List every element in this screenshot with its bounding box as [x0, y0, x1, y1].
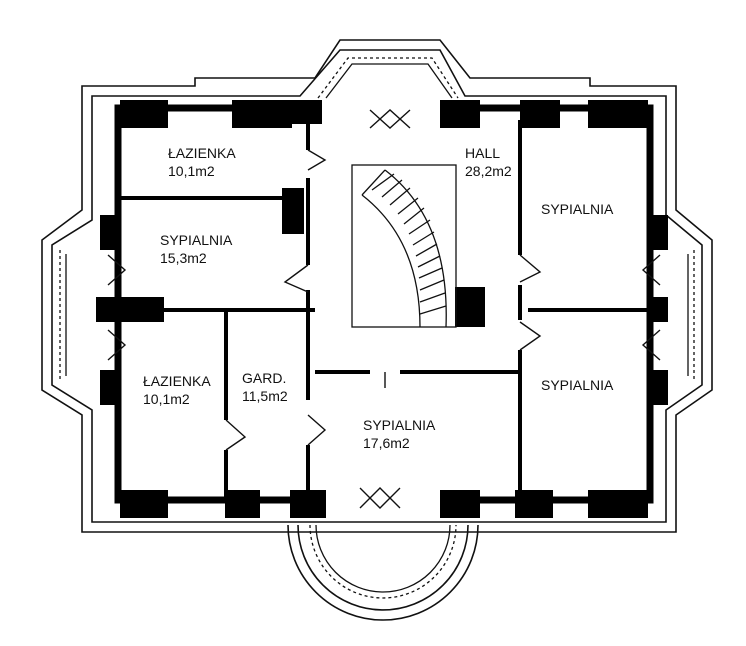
room-label-gard: GARD. 11,5m2 — [242, 370, 288, 404]
room-area: 17,6m2 — [363, 435, 410, 451]
room-area: 10,1m2 — [143, 391, 190, 407]
room-area: 28,2m2 — [465, 163, 512, 179]
room-name: SYPIALNIA — [160, 232, 233, 248]
room-label-sypialnia-right-bottom: SYPIALNIA — [541, 377, 614, 393]
room-area: 11,5m2 — [242, 388, 288, 404]
bottom-bay — [287, 524, 479, 621]
staircase — [351, 164, 457, 328]
room-label-lazienka-bottom: ŁAZIENKA 10,1m2 — [143, 373, 211, 407]
wall-piers — [96, 100, 668, 518]
room-label-sypialnia-bottom: SYPIALNIA 17,6m2 — [363, 417, 436, 451]
room-name: SYPIALNIA — [541, 201, 614, 217]
room-label-sypialnia-right-top: SYPIALNIA — [541, 201, 614, 217]
room-name: SYPIALNIA — [541, 377, 614, 393]
interior-walls — [120, 120, 650, 500]
room-area: 15,3m2 — [160, 250, 207, 266]
room-label-lazienka-top: ŁAZIENKA 10,1m2 — [168, 145, 236, 179]
outer-wall-outline — [41, 39, 713, 533]
top-bay — [317, 57, 459, 99]
room-label-sypialnia-left: SYPIALNIA 15,3m2 — [160, 232, 233, 266]
doors — [107, 109, 661, 509]
room-name: HALL — [465, 145, 500, 161]
room-label-hall: HALL 28,2m2 — [465, 145, 512, 179]
room-area: 10,1m2 — [168, 163, 215, 179]
room-name: ŁAZIENKA — [168, 145, 236, 161]
room-name: SYPIALNIA — [363, 417, 436, 433]
room-name: ŁAZIENKA — [143, 373, 211, 389]
room-name: GARD. — [242, 370, 286, 386]
side-bays — [59, 250, 695, 380]
